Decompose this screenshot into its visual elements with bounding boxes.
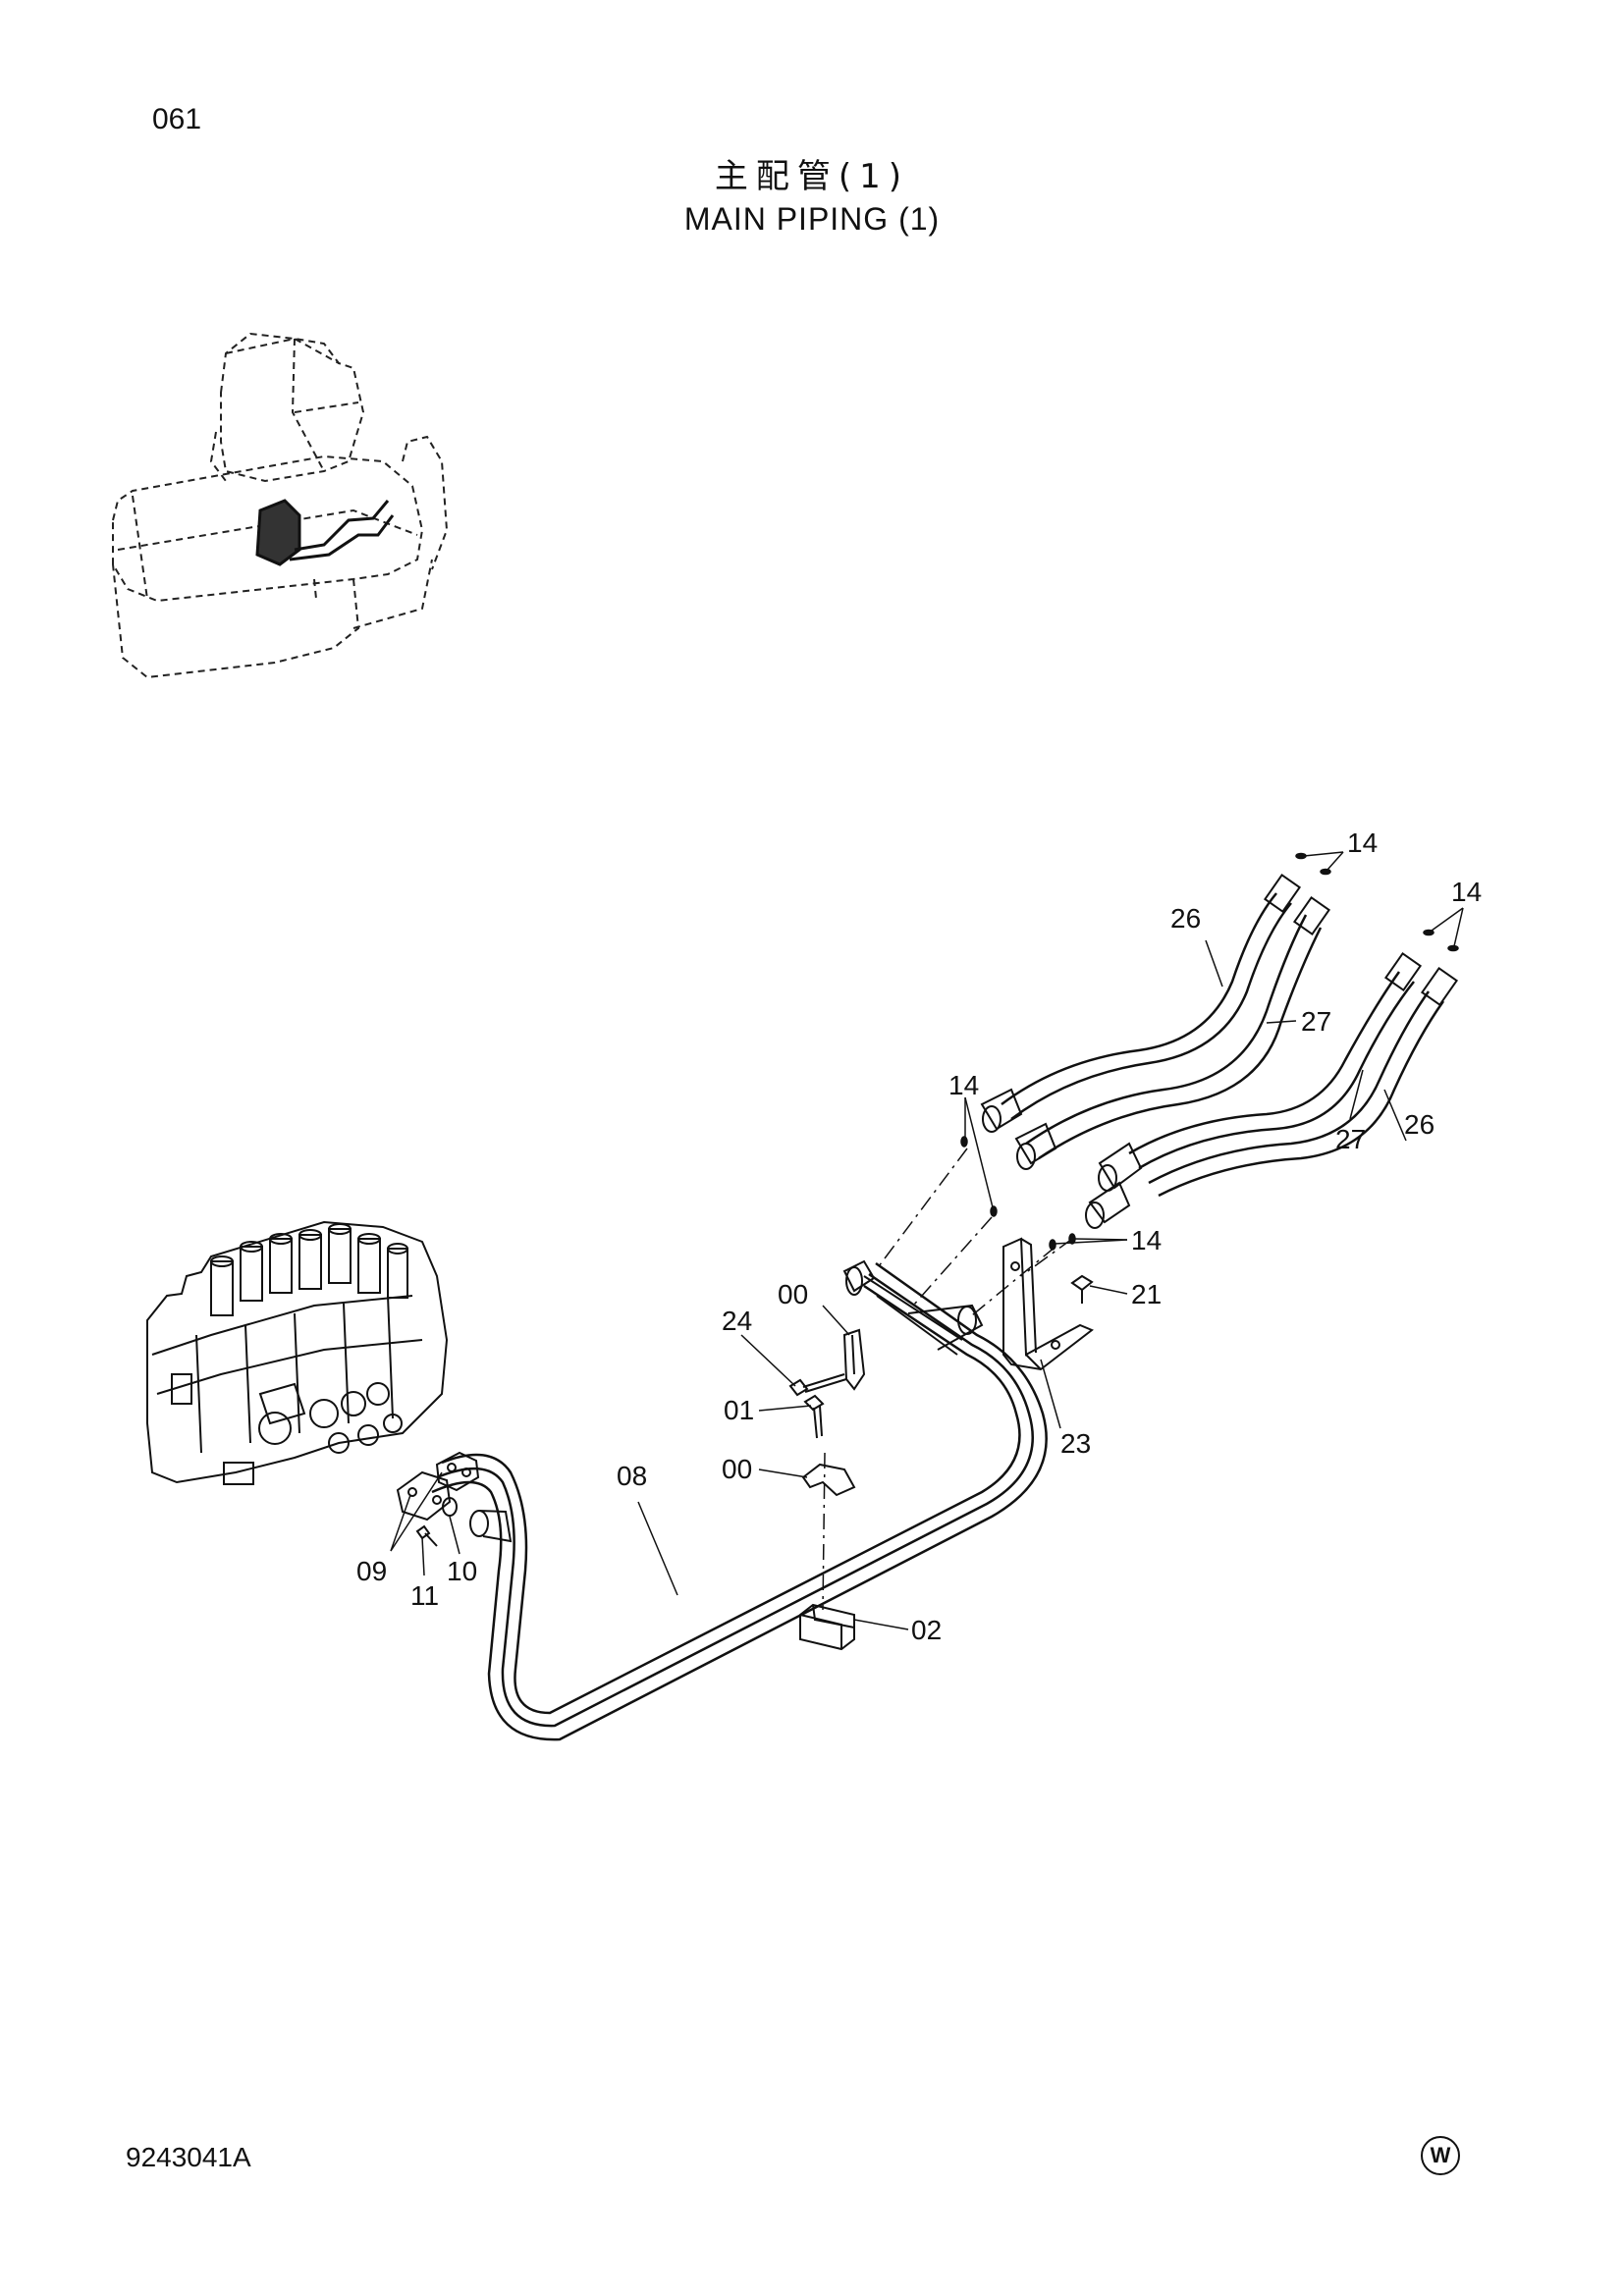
drawing-number: 9243041A <box>126 2142 251 2172</box>
callout-24: 24 <box>722 1306 752 1336</box>
valve-highlight-thumbnail <box>255 499 395 566</box>
bolt-part-01 <box>803 1394 825 1439</box>
callout-00-upper: 00 <box>778 1279 808 1309</box>
title-japanese: 主配管(1) <box>714 157 910 196</box>
hose-pair-upper <box>1001 892 1323 1160</box>
pipe-fitting-end <box>469 1510 513 1543</box>
callout-14-right: 14 <box>1451 877 1482 907</box>
bracket-part-23 <box>1002 1237 1094 1371</box>
callout-00-lower: 00 <box>722 1454 752 1484</box>
page-number: 061 <box>152 103 202 135</box>
hose-pair-lower <box>1128 971 1445 1198</box>
callout-09: 09 <box>356 1556 387 1586</box>
callout-27-bottom: 27 <box>1335 1124 1366 1154</box>
callout-23: 23 <box>1060 1428 1091 1459</box>
hose-fittings-lower <box>1085 952 1459 1229</box>
main-pipe-part-08 <box>431 1261 1048 1741</box>
callout-01: 01 <box>724 1395 754 1425</box>
callout-labels: 14 14 26 27 14 27 26 14 21 00 24 01 00 0… <box>356 828 1482 1645</box>
excavator-location-thumbnail <box>112 332 449 679</box>
alignment-lines <box>878 1148 1073 1316</box>
callout-14-mid: 14 <box>948 1070 979 1100</box>
title-english: MAIN PIPING (1) <box>683 201 941 237</box>
block-part-02 <box>799 1603 855 1651</box>
clamp-center-line <box>822 1452 826 1611</box>
o-ring-part-10 <box>442 1497 458 1517</box>
callout-26-top: 26 <box>1170 903 1201 934</box>
clamp-upper-part-00 <box>842 1328 866 1391</box>
bolt-part-11 <box>415 1524 438 1547</box>
callout-14-lower: 14 <box>1131 1225 1162 1255</box>
pipe-upper-fitting <box>842 1259 984 1356</box>
leader-lines <box>390 851 1464 1630</box>
callout-10: 10 <box>447 1556 477 1586</box>
callout-08: 08 <box>617 1461 647 1491</box>
control-valve-assembly <box>146 1220 449 1485</box>
w-mark: W <box>1421 2136 1460 2175</box>
bolt-part-21 <box>1070 1274 1094 1304</box>
hose-fittings-upper <box>980 874 1331 1170</box>
callout-26-bottom: 26 <box>1404 1109 1435 1140</box>
flange-part-09 <box>396 1451 480 1522</box>
callout-11: 11 <box>410 1580 439 1611</box>
callout-14-top: 14 <box>1347 828 1378 858</box>
callout-02: 02 <box>911 1615 942 1645</box>
callout-21: 21 <box>1131 1279 1162 1309</box>
clamp-lower-part-00 <box>801 1463 856 1497</box>
o-rings-part-14 <box>960 852 1459 1251</box>
callout-27-top: 27 <box>1301 1006 1331 1037</box>
bolt-part-24 <box>788 1373 847 1397</box>
